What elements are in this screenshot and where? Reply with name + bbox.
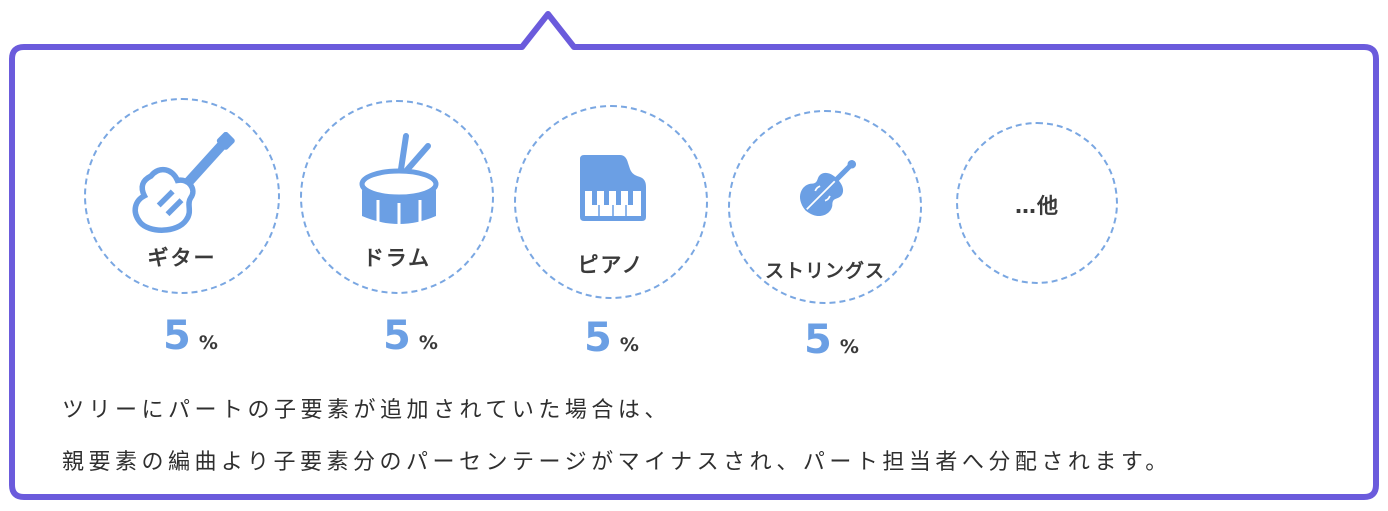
percent-piano: 5 % bbox=[584, 318, 639, 358]
guitar-icon bbox=[132, 132, 235, 233]
violin-icon bbox=[800, 159, 857, 216]
percent-value: 5 bbox=[163, 313, 191, 359]
percent-value: 5 bbox=[584, 315, 612, 361]
instrument-circle-guitar: ギター bbox=[84, 98, 280, 294]
percent-value: 5 bbox=[804, 317, 832, 363]
drum-icon bbox=[359, 133, 439, 226]
percent-drums: 5 % bbox=[383, 316, 438, 356]
other-label: …他 bbox=[1015, 194, 1059, 218]
instrument-circle-drums: ドラム bbox=[300, 100, 494, 294]
percent-value: 5 bbox=[383, 313, 411, 359]
instrument-circle-other: …他 bbox=[956, 122, 1118, 284]
description-line-2: 親要素の編曲より子要素分のパーセンテージがマイナスされ、パート担当者へ分配されま… bbox=[62, 450, 1172, 475]
percent-guitar: 5 % bbox=[163, 316, 218, 356]
percent-strings: 5 % bbox=[804, 320, 859, 360]
percent-unit: % bbox=[839, 336, 859, 358]
instrument-label: ドラム bbox=[362, 246, 432, 270]
percent-unit: % bbox=[198, 332, 218, 354]
instrument-label: ストリングス bbox=[764, 260, 885, 282]
percent-unit: % bbox=[619, 334, 639, 356]
piano-icon bbox=[580, 155, 646, 221]
description-line-1: ツリーにパートの子要素が追加されていた場合は、 bbox=[62, 398, 671, 423]
percent-unit: % bbox=[418, 332, 438, 354]
instrument-circle-piano: ピアノ bbox=[514, 105, 708, 299]
instrument-label: ギター bbox=[147, 246, 217, 270]
instrument-circle-strings: ストリングス bbox=[728, 110, 922, 304]
instrument-label: ピアノ bbox=[577, 253, 645, 277]
